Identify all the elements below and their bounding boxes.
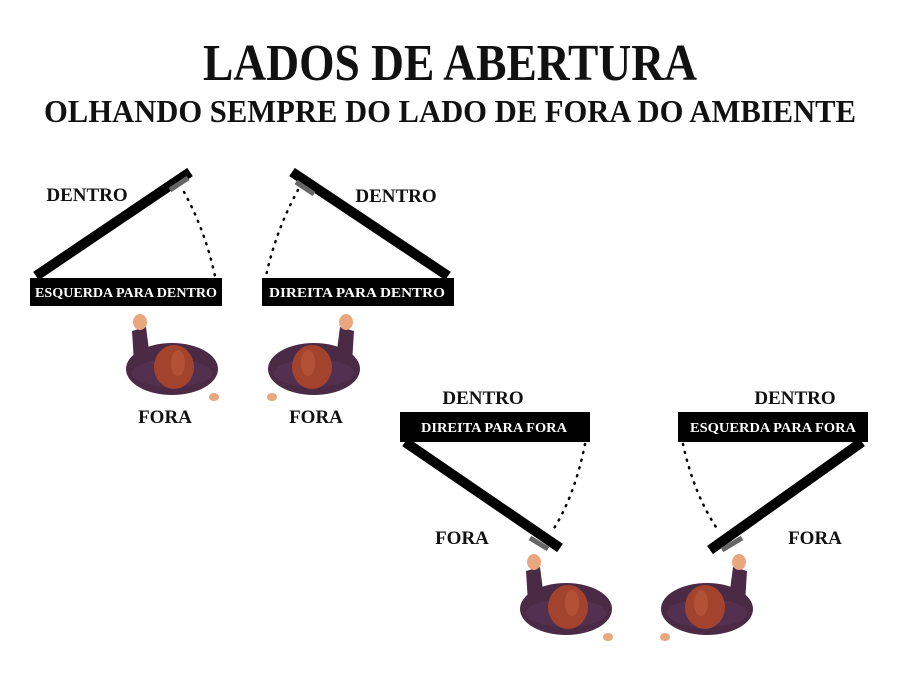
door-handle <box>528 535 550 552</box>
person-icon <box>660 554 753 641</box>
bar-label: ESQUERDA PARA FORA <box>690 420 856 435</box>
door-leaf <box>707 437 865 555</box>
outside-label: FORA <box>138 407 192 428</box>
door-leaf <box>33 167 193 281</box>
door-leaf <box>289 167 451 281</box>
panel-right-outward: DIREITA PARA FORA DENTRO FORA <box>400 388 613 641</box>
door-frame-bar <box>678 412 868 442</box>
swing-arc <box>264 188 300 278</box>
panel-left-inward: ESQUERDA PARA DENTRO DENTRO FORA <box>30 167 222 428</box>
door-handle <box>294 179 316 197</box>
person-icon <box>126 314 219 401</box>
bar-label: DIREITA PARA FORA <box>421 420 567 435</box>
bar-label: ESQUERDA PARA DENTRO <box>35 285 217 300</box>
panel-right-inward: DIREITA PARA DENTRO DENTRO FORA <box>262 167 454 428</box>
swing-arc <box>551 442 587 532</box>
door-frame-bar <box>262 278 454 306</box>
inside-label: DENTRO <box>355 186 436 207</box>
page-subtitle: OLHANDO SEMPRE DO LADO DE FORA DO AMBIEN… <box>44 93 856 129</box>
inside-label: DENTRO <box>442 388 523 409</box>
person-icon <box>520 554 613 641</box>
bar-label: DIREITA PARA DENTRO <box>269 285 445 300</box>
inside-label: DENTRO <box>46 185 127 206</box>
door-leaf <box>402 437 563 553</box>
swing-arc <box>182 190 217 278</box>
inside-label: DENTRO <box>754 388 835 409</box>
outside-label: FORA <box>435 528 489 549</box>
panel-left-outward: ESQUERDA PARA FORA DENTRO FORA <box>660 388 868 641</box>
door-frame-bar <box>400 412 590 442</box>
page-title: LADOS DE ABERTURA <box>203 35 697 92</box>
door-handle <box>168 175 190 193</box>
door-frame-bar <box>30 278 222 306</box>
door-handle <box>720 535 744 553</box>
outside-label: FORA <box>289 407 343 428</box>
outside-label: FORA <box>788 528 842 549</box>
person-icon <box>267 314 360 401</box>
swing-arc <box>681 442 720 532</box>
